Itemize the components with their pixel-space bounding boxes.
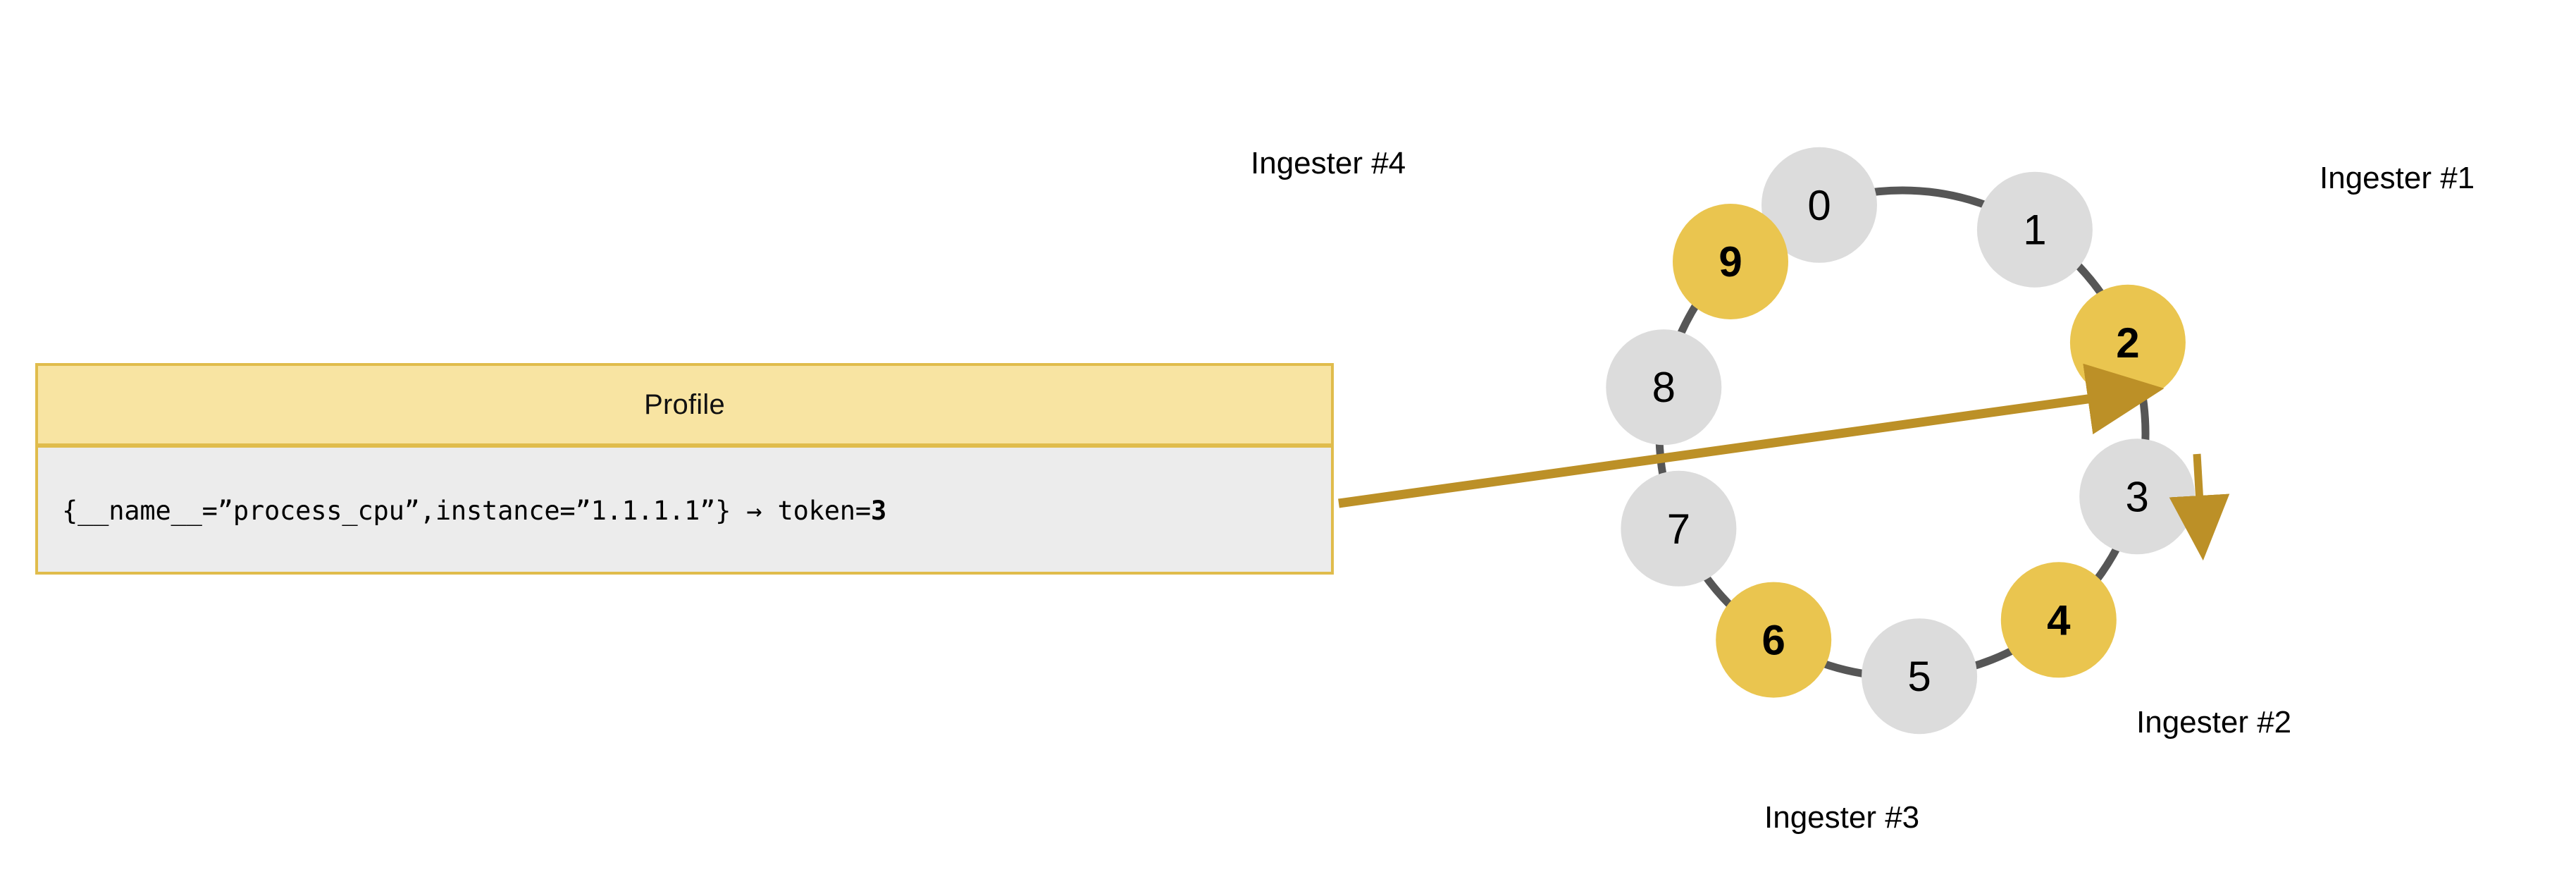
ring-node-label-2: 2: [2116, 319, 2139, 367]
profile-card-body: {__name__=”process_cpu”,instance=”1.1.1.…: [38, 448, 1331, 573]
ring-node-label-3: 3: [2126, 473, 2149, 520]
ring-node-7: [1621, 470, 1737, 587]
profile-expression-prefix: {__name__=”process_cpu”,instance=”1.1.1.…: [62, 495, 871, 526]
ingester-label-2: Ingester #2: [2136, 705, 2292, 740]
profile-expression-token: 3: [870, 495, 887, 526]
ring-node-label-4: 4: [2047, 596, 2071, 644]
ring-node-9: [1673, 204, 1788, 319]
ring-node-group: 0 1 2 3 4 5 6 7 8 9: [1606, 147, 2196, 735]
profile-card-header: Profile: [38, 366, 1331, 448]
ring-node-label-6: 6: [1762, 617, 1785, 664]
ring-node-label-1: 1: [2023, 207, 2046, 254]
arrow-token3-to-token4: [2169, 453, 2230, 561]
ring-node-0: [1761, 147, 1877, 263]
ring-node-4: [2000, 562, 2117, 678]
profile-card: Profile {__name__=”process_cpu”,instance…: [35, 363, 1334, 575]
ring-node-6: [1716, 582, 1832, 698]
profile-expression: {__name__=”process_cpu”,instance=”1.1.1.…: [62, 496, 886, 526]
ingester-label-4: Ingester #4: [1251, 146, 1406, 180]
ring-node-3: [2079, 438, 2196, 555]
ingester-label-3: Ingester #3: [1764, 800, 1920, 835]
profile-card-title: Profile: [644, 388, 725, 420]
ring-node-label-0: 0: [1807, 182, 1831, 229]
ring-node-label-9: 9: [1719, 238, 1742, 286]
ring-node-label-8: 8: [1652, 364, 1676, 411]
ring-node-8: [1606, 329, 1722, 446]
ingester-label-1: Ingester #1: [2320, 161, 2475, 195]
ring-node-1: [1976, 171, 2093, 288]
ring-node-5: [1862, 618, 1978, 735]
arrow-profile-to-token3: [1338, 363, 2165, 508]
ring-node-label-7: 7: [1667, 505, 1690, 553]
ring-node-label-5: 5: [1907, 653, 1931, 700]
